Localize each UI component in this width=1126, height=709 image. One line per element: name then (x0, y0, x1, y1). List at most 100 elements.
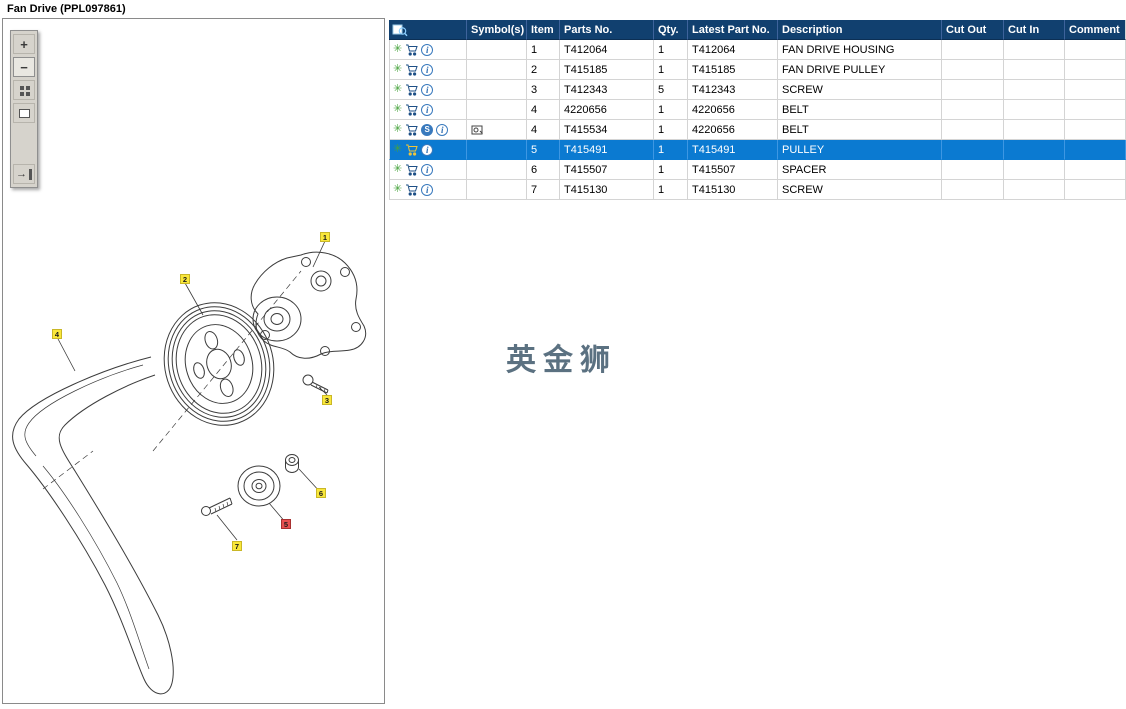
cell-comment (1065, 100, 1126, 120)
cell-comment (1065, 180, 1126, 200)
cell-latest-part-no: T415185 (688, 60, 778, 80)
diagram-toolbar: + − → (10, 30, 38, 188)
cell-cut-out (942, 60, 1004, 80)
cell-comment (1065, 40, 1126, 60)
callout-1[interactable]: 1 (320, 232, 330, 242)
cell-qty: 1 (654, 60, 688, 80)
info-icon[interactable] (421, 163, 434, 176)
cell-cut-out (942, 80, 1004, 100)
cart-icon[interactable] (405, 164, 418, 176)
row-action-icons (389, 40, 467, 60)
cart-icon[interactable] (405, 144, 418, 156)
cell-description: FAN DRIVE HOUSING (778, 40, 942, 60)
gear-icon[interactable] (393, 64, 402, 75)
gear-icon[interactable] (393, 44, 402, 55)
callout-2[interactable]: 2 (180, 274, 190, 284)
fan-drive-exploded-diagram (12, 240, 367, 695)
table-row[interactable]: 6 T415507 1 T415507 SPACER (389, 160, 1126, 180)
callout-3[interactable]: 3 (322, 395, 332, 405)
gear-icon[interactable] (393, 184, 402, 195)
callout-7[interactable]: 7 (232, 541, 242, 551)
callout-4[interactable]: 4 (52, 329, 62, 339)
col-header-symbols[interactable]: Symbol(s) (467, 20, 527, 40)
cell-item: 7 (527, 180, 560, 200)
cell-cut-in (1004, 100, 1065, 120)
col-header-cut-out[interactable]: Cut Out (942, 20, 1004, 40)
cell-latest-part-no: T415130 (688, 180, 778, 200)
row-action-icons (389, 80, 467, 100)
cell-qty: 1 (654, 120, 688, 140)
table-row[interactable]: 2 T415185 1 T415185 FAN DRIVE PULLEY (389, 60, 1126, 80)
info-icon[interactable] (421, 83, 434, 96)
cell-description: FAN DRIVE PULLEY (778, 60, 942, 80)
zoom-out-icon: − (20, 59, 28, 75)
table-row[interactable]: 4 4220656 1 4220656 BELT (389, 100, 1126, 120)
col-header-description[interactable]: Description (778, 20, 942, 40)
tile-view-button[interactable] (13, 80, 35, 100)
cell-comment (1065, 160, 1126, 180)
zoom-out-button[interactable]: − (13, 57, 35, 77)
cart-icon[interactable] (405, 64, 418, 76)
table-row-selected[interactable]: 5 T415491 1 T415491 PULLEY (389, 140, 1126, 160)
col-header-parts-no[interactable]: Parts No. (560, 20, 654, 40)
cart-icon[interactable] (405, 124, 418, 136)
cell-cut-out (942, 140, 1004, 160)
callout-6[interactable]: 6 (316, 488, 326, 498)
cell-latest-part-no: T412343 (688, 80, 778, 100)
cell-description: SCREW (778, 80, 942, 100)
page-title: Fan Drive (PPL097861) (7, 3, 126, 15)
cell-cut-in (1004, 120, 1065, 140)
callout-5-selected[interactable]: 5 (281, 519, 291, 529)
cell-cut-in (1004, 60, 1065, 80)
toggle-panel-button[interactable]: → (13, 164, 35, 184)
info-icon[interactable] (421, 103, 434, 116)
row-action-icons (389, 120, 467, 140)
gear-icon[interactable] (393, 84, 402, 95)
gear-icon[interactable] (393, 164, 402, 175)
zoom-in-button[interactable]: + (13, 34, 35, 54)
cart-icon[interactable] (405, 84, 418, 96)
col-header-comment[interactable]: Comment (1065, 20, 1126, 40)
table-row[interactable]: 1 T412064 1 T412064 FAN DRIVE HOUSING (389, 40, 1126, 60)
region-zoom-button[interactable] (13, 103, 35, 123)
cell-parts-no: 4220656 (560, 100, 654, 120)
cell-parts-no: T415507 (560, 160, 654, 180)
gear-icon[interactable] (393, 124, 402, 135)
photo-icon[interactable] (471, 124, 485, 136)
col-header-latest-part-no[interactable]: Latest Part No. (688, 20, 778, 40)
cell-cut-out (942, 160, 1004, 180)
cell-symbols (467, 160, 527, 180)
row-action-icons (389, 100, 467, 120)
cell-latest-part-no: 4220656 (688, 100, 778, 120)
cell-symbols (467, 180, 527, 200)
row-action-icons (389, 60, 467, 80)
cell-parts-no: T415130 (560, 180, 654, 200)
info-icon[interactable] (421, 143, 434, 156)
info-icon[interactable] (421, 43, 434, 56)
col-header-item[interactable]: Item (527, 20, 560, 40)
info-icon[interactable] (436, 123, 449, 136)
col-header-cut-in[interactable]: Cut In (1004, 20, 1065, 40)
cell-comment (1065, 80, 1126, 100)
info-icon[interactable] (421, 183, 434, 196)
gear-icon[interactable] (393, 144, 402, 155)
cell-qty: 5 (654, 80, 688, 100)
cell-latest-part-no: T412064 (688, 40, 778, 60)
cell-item: 6 (527, 160, 560, 180)
table-row[interactable]: 4 T415534 1 4220656 BELT (389, 120, 1126, 140)
cell-cut-in (1004, 180, 1065, 200)
info-icon[interactable] (421, 63, 434, 76)
table-row[interactable]: 3 T412343 5 T412343 SCREW (389, 80, 1126, 100)
toggle-panel-icon: → (16, 168, 32, 180)
col-header-qty[interactable]: Qty. (654, 20, 688, 40)
cell-item: 4 (527, 100, 560, 120)
gear-icon[interactable] (393, 104, 402, 115)
cell-item: 3 (527, 80, 560, 100)
cart-icon[interactable] (405, 104, 418, 116)
zoom-in-icon: + (20, 36, 28, 52)
supersession-icon[interactable] (421, 123, 434, 136)
cart-icon[interactable] (405, 44, 418, 56)
cart-icon[interactable] (405, 184, 418, 196)
cell-latest-part-no: T415507 (688, 160, 778, 180)
table-row[interactable]: 7 T415130 1 T415130 SCREW (389, 180, 1126, 200)
